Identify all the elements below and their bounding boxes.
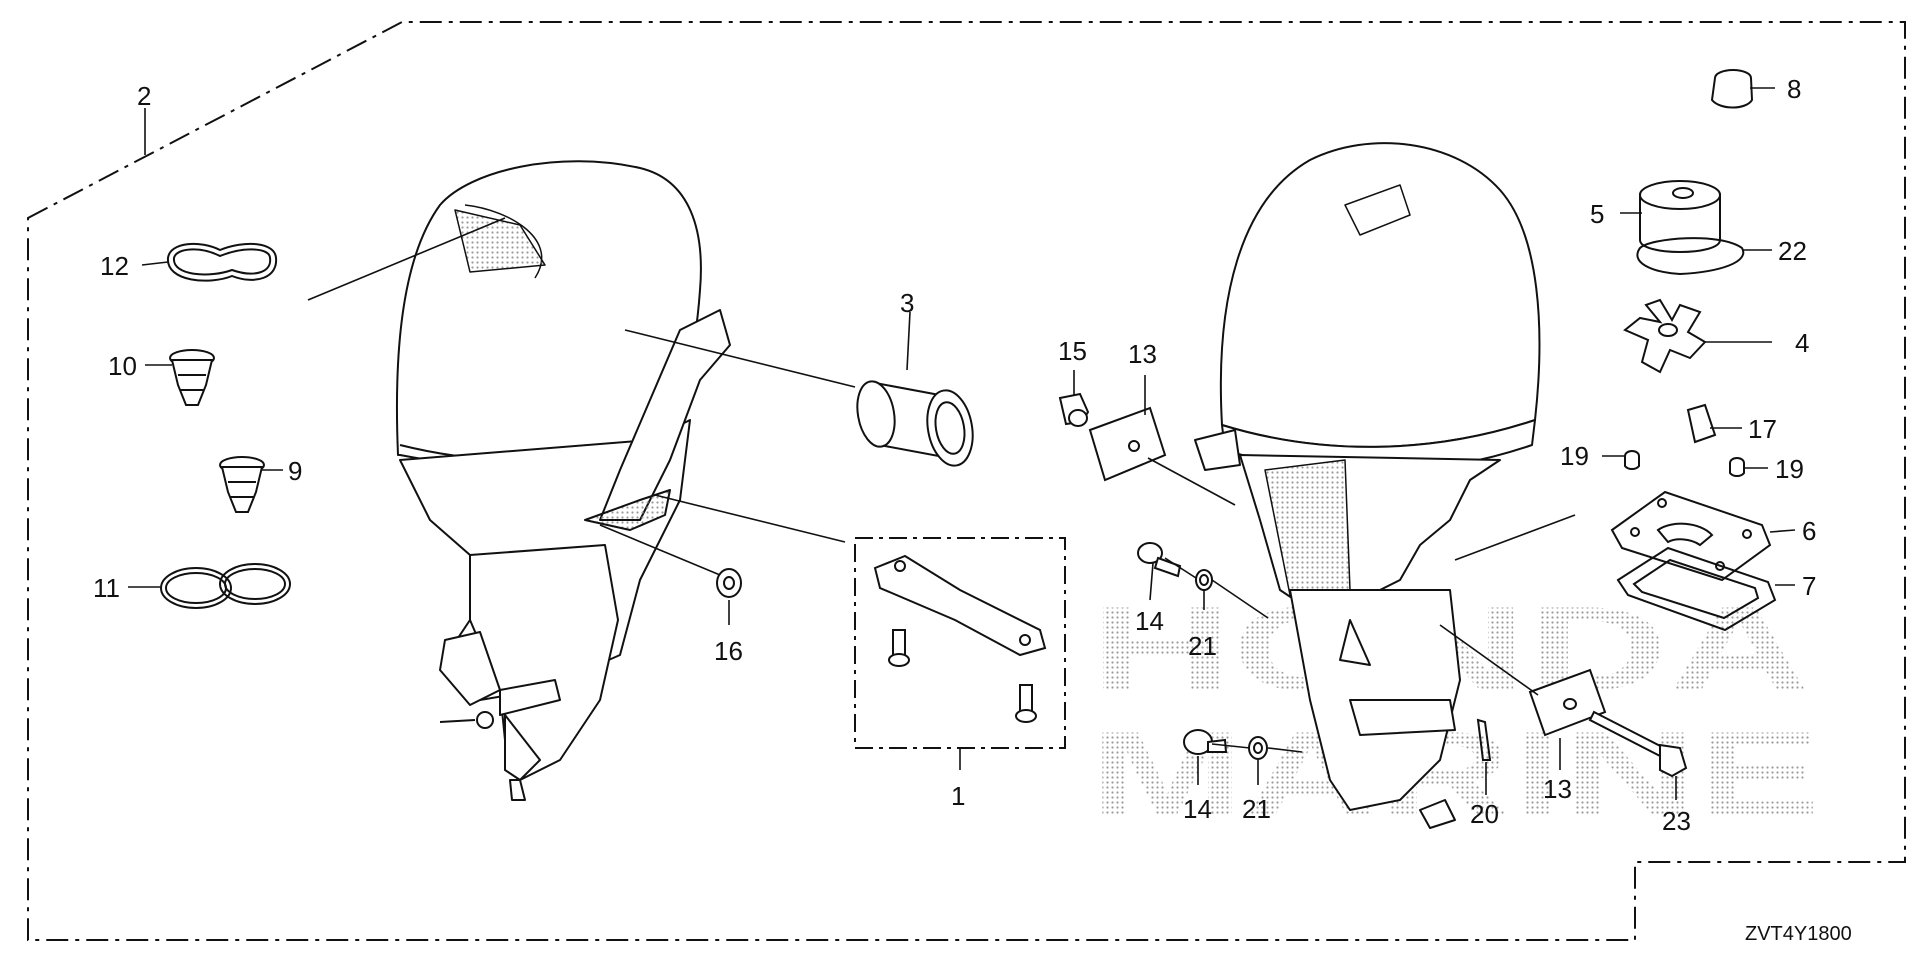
diagram-code: ZVT4Y1800 <box>1745 923 1852 945</box>
part-thermostat-9 <box>219 456 265 513</box>
callout-20: 20 <box>1470 799 1499 829</box>
part-washer-17 <box>716 568 742 598</box>
callout-9: 9 <box>288 456 302 486</box>
callout-22: 22 <box>1778 236 1807 266</box>
outboard-engine-right-illustration <box>1194 142 1541 829</box>
callout-21-lower: 21 <box>1242 794 1271 824</box>
callout-23: 23 <box>1662 806 1691 836</box>
callout-19-left: 19 <box>1560 441 1589 471</box>
part-key-18 <box>1686 403 1717 444</box>
callout-18: 17 <box>1748 414 1777 444</box>
callout-10: 10 <box>108 351 137 381</box>
part-gasket-12 <box>166 242 278 282</box>
part-gasket-7 <box>1616 546 1777 632</box>
callout-11: 11 <box>93 573 120 603</box>
callout-numbers: 2 12 10 9 11 3 16 1 15 13 14 21 14 21 20… <box>93 74 1816 836</box>
outboard-engine-left-illustration <box>395 160 731 801</box>
callout-17: 16 <box>714 636 743 666</box>
callout-13-lower: 13 <box>1543 774 1572 804</box>
callout-4: 4 <box>1795 328 1809 358</box>
callout-3: 3 <box>900 288 914 318</box>
callout-8: 8 <box>1787 74 1801 104</box>
callout-21-upper: 21 <box>1188 631 1217 661</box>
part-anode-kit-1 <box>873 554 1047 723</box>
callout-14: 14 <box>1135 606 1164 636</box>
part-washer-21-upper <box>1195 569 1213 591</box>
callout-16: 15 <box>1058 336 1087 366</box>
callout-15: 14 <box>1183 794 1212 824</box>
part-thermostat-10 <box>169 349 215 406</box>
callout-19-right: 19 <box>1775 454 1804 484</box>
part-impeller-4 <box>1623 298 1707 374</box>
callout-12: 12 <box>100 251 129 281</box>
leader-lines <box>128 87 1796 800</box>
part-plate-6 <box>1610 490 1772 582</box>
part-oil-filter-3 <box>856 380 974 467</box>
part-grommet-8 <box>1710 69 1754 109</box>
callout-13-upper: 13 <box>1128 339 1157 369</box>
callout-5: 5 <box>1590 199 1604 229</box>
callout-2: 2 <box>137 81 151 111</box>
part-bolt-23 <box>1588 710 1688 778</box>
part-anode-13-upper <box>1088 406 1167 482</box>
part-nut-16 <box>1058 392 1090 427</box>
callout-1: 1 <box>951 781 965 811</box>
part-bolt-14 <box>1137 542 1182 578</box>
part-cotter-pin-20 <box>1476 718 1492 761</box>
kit-boundary <box>27 21 1906 941</box>
part-gasket-22 <box>1636 237 1745 276</box>
part-bolt-15 <box>1183 729 1228 755</box>
part-pump-housing-5 <box>1639 180 1721 253</box>
part-o-rings-11 <box>160 563 291 609</box>
callout-7: 7 <box>1802 571 1816 601</box>
part-anode-13-lower <box>1528 668 1607 737</box>
part-dowel-19-left <box>1624 450 1640 470</box>
part-washer-21-lower <box>1248 736 1268 760</box>
callout-6: 6 <box>1802 516 1816 546</box>
part-dowel-19-right <box>1729 457 1745 477</box>
